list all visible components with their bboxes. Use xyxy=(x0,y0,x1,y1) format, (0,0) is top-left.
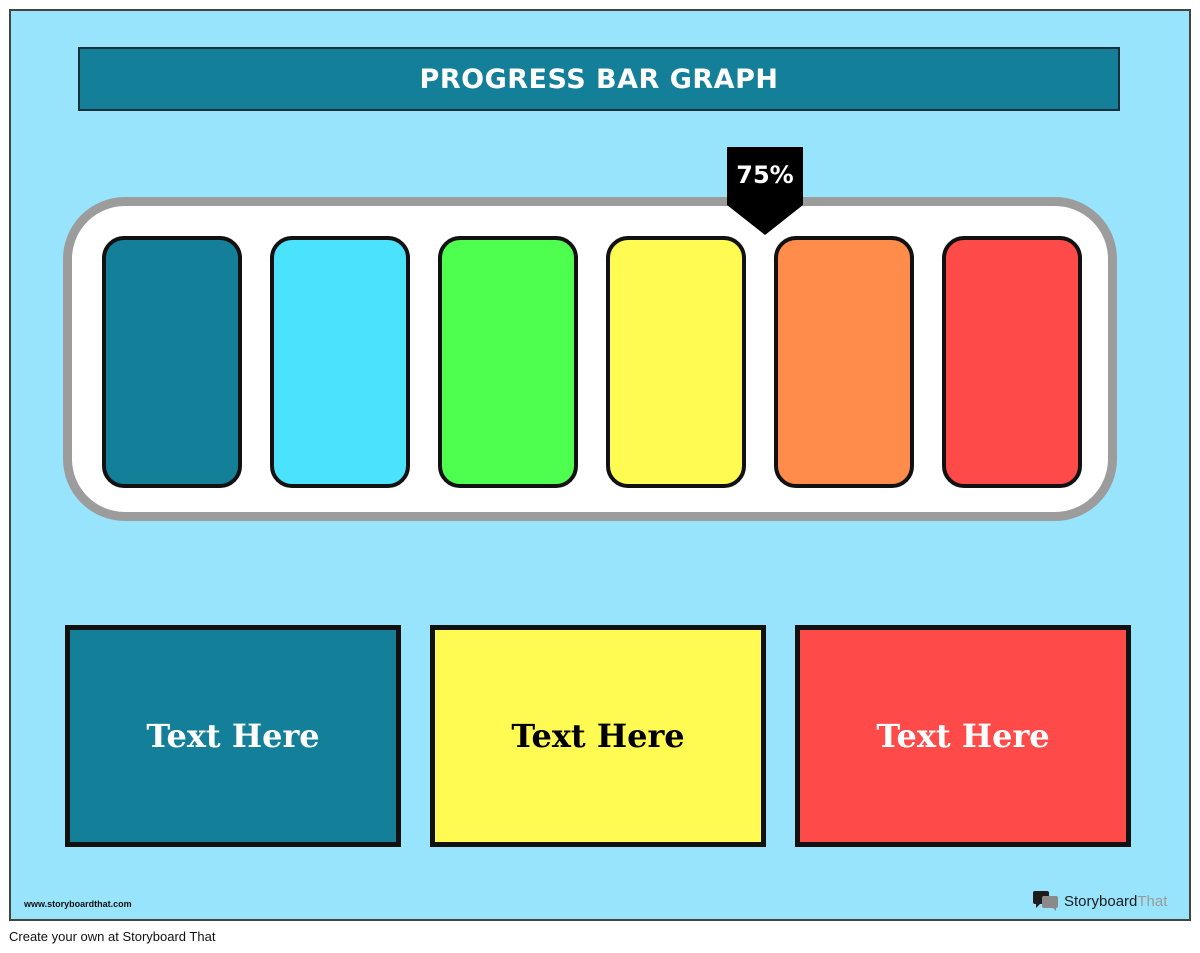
brand-name-that: That xyxy=(1137,892,1168,910)
progress-segment-6 xyxy=(942,236,1082,488)
progress-segment-4 xyxy=(606,236,746,488)
brand-logo[interactable]: StoryboardThat xyxy=(1033,891,1167,911)
progress-marker-icon xyxy=(727,147,803,235)
speech-bubbles-icon xyxy=(1033,891,1058,911)
text-card-3: Text Here xyxy=(795,625,1131,847)
title-banner: PROGRESS BAR GRAPH xyxy=(78,47,1120,111)
progress-segment-1 xyxy=(102,236,242,488)
progress-segment-3 xyxy=(438,236,578,488)
text-card-label: Text Here xyxy=(876,717,1050,755)
text-card-1: Text Here xyxy=(65,625,401,847)
progress-segment-2 xyxy=(270,236,410,488)
progress-percent-label: 75% xyxy=(736,161,794,189)
footer-url: www.storyboardthat.com xyxy=(24,899,132,909)
progress-segment-5 xyxy=(774,236,914,488)
poster-canvas: PROGRESS BAR GRAPH 75% Text Here Text He… xyxy=(9,9,1191,921)
text-card-label: Text Here xyxy=(146,717,320,755)
text-card-label: Text Here xyxy=(511,717,685,755)
page-caption[interactable]: Create your own at Storyboard That xyxy=(9,929,216,944)
page-title: PROGRESS BAR GRAPH xyxy=(419,63,779,95)
brand-name-storyboard: Storyboard xyxy=(1064,892,1138,910)
text-card-2: Text Here xyxy=(430,625,766,847)
